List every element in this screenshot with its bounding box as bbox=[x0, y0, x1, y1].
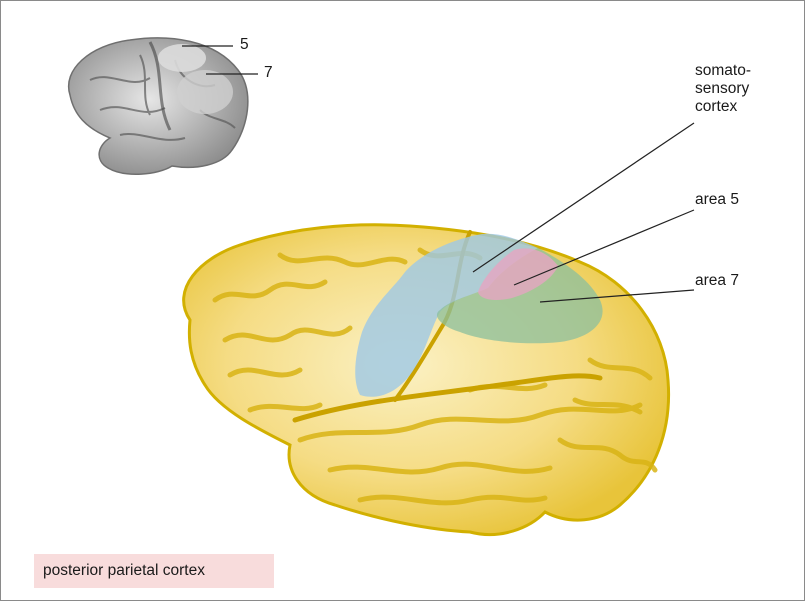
figure-caption: posterior parietal cortex bbox=[34, 554, 274, 588]
thumbnail-area-7 bbox=[177, 70, 233, 114]
area-5-label: area 5 bbox=[695, 191, 739, 209]
area-7-label: area 7 bbox=[695, 272, 739, 290]
thumbnail-area-5 bbox=[158, 44, 206, 72]
somatosensory-leader bbox=[473, 123, 694, 272]
thumbnail-label-7: 7 bbox=[264, 64, 273, 82]
thumbnail-brain bbox=[69, 38, 248, 174]
somatosensory-cortex-label: somato- sensory cortex bbox=[695, 62, 751, 116]
thumbnail-label-5: 5 bbox=[240, 36, 249, 54]
